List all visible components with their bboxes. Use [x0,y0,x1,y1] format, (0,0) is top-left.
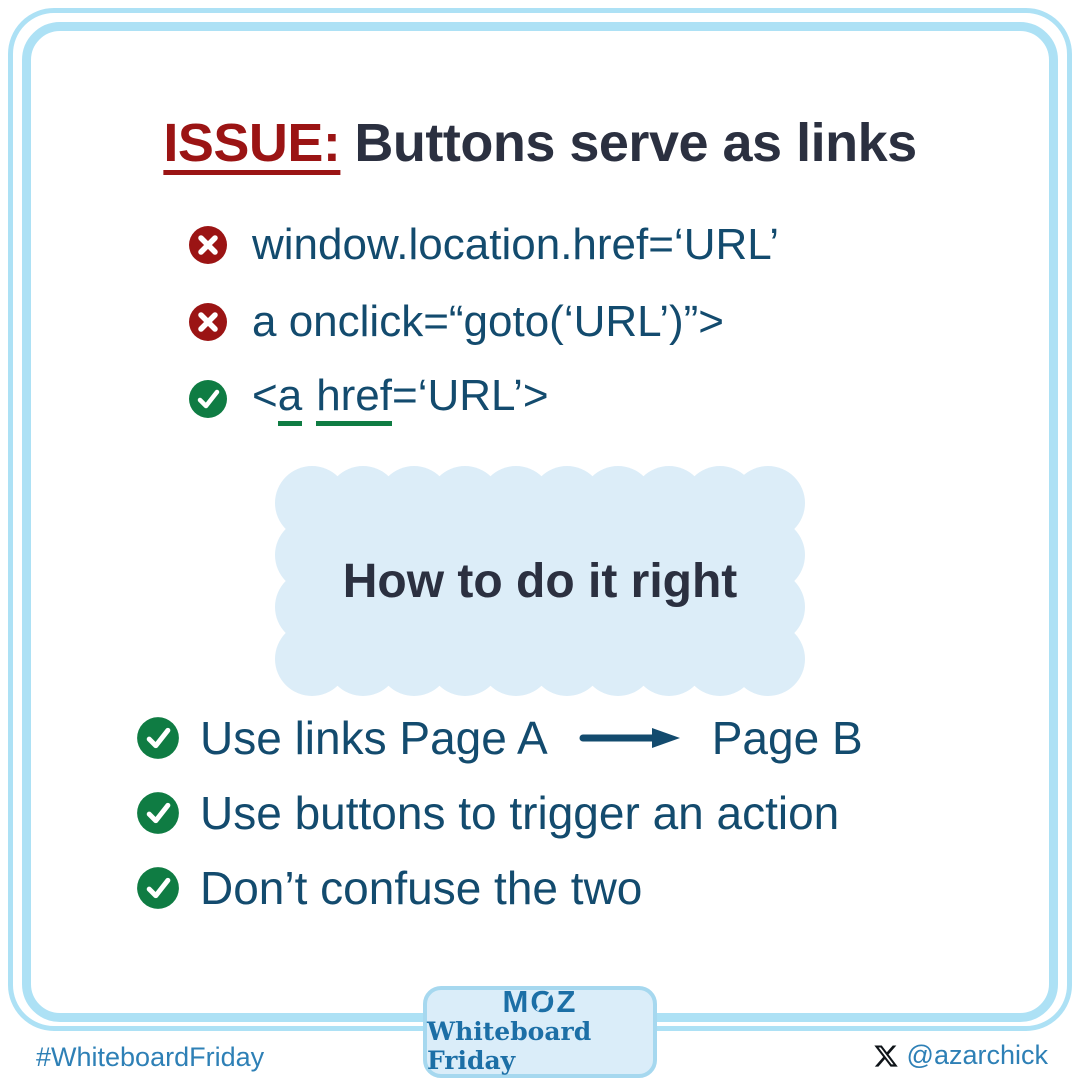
check-circle-icon [189,379,227,418]
moz-letter: M [502,983,531,1019]
badge-subtitle: Whiteboard Friday [427,1016,592,1075]
underlined-anchor: a [277,372,303,427]
moz-letter-o: O [530,983,557,1019]
code-example-list: window.location.href=‘URL’ a onclick=“go… [188,206,779,437]
code-post: =‘URL’> [392,370,549,420]
check-text: Don’t confuse the two [200,861,643,914]
right-arrow-icon [578,725,682,751]
x-twitter-icon [873,1044,898,1067]
moz-letter: Z [556,983,578,1019]
check-circle-icon [137,716,179,759]
check-text: Use buttons to trigger an action [200,786,840,839]
page-title: ISSUE:Buttons serve as links [0,112,1080,174]
social-handle: @azarchick [873,1040,1048,1071]
list-item: Use links Page A Page B [136,700,863,775]
x-circle-icon [189,302,227,341]
check-circle-icon [137,791,179,834]
check-text-before: Use links Page A [200,711,548,764]
list-item: a onclick=“goto(‘URL’)”> [188,283,779,360]
best-practice-list: Use links Page A Page B Use buttons to t… [136,700,863,925]
issue-label: ISSUE: [163,113,341,173]
underlined-href: href [316,372,393,427]
section-heading: How to do it right [342,554,738,608]
code-pre: < [252,370,278,420]
highlight-cloud: How to do it right [275,466,805,696]
cloud-shape [275,466,805,696]
list-item: window.location.href=‘URL’ [188,206,779,283]
code-text: a onclick=“goto(‘URL’)”> [252,296,724,346]
check-circle-icon [137,866,179,909]
list-item: Don’t confuse the two [136,850,863,925]
x-circle-icon [189,225,227,264]
list-item: Use buttons to trigger an action [136,775,863,850]
hashtag-label: #WhiteboardFriday [36,1042,265,1072]
handle-text: @azarchick [906,1040,1048,1070]
check-text-after: Page B [711,711,863,764]
code-text: window.location.href=‘URL’ [252,219,780,269]
title-text: Buttons serve as links [354,113,917,173]
